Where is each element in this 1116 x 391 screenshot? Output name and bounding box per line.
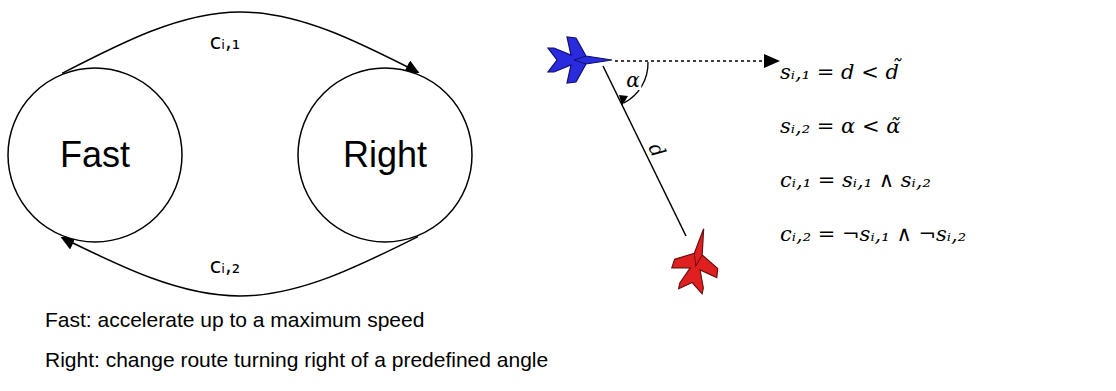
condition-formula: cᵢ,₁ = sᵢ,₁ ∧ sᵢ,₂: [780, 168, 931, 192]
state-name: Right: [343, 134, 427, 176]
state-note: Right: change route turning right of a p…: [45, 348, 548, 372]
state-circle: Right: [297, 67, 473, 243]
state-note: Fast: accelerate up to a maximum speed: [45, 308, 424, 332]
heading-arrowhead: [764, 54, 780, 68]
transition-condition: cᵢ,₁: [208, 30, 242, 54]
distance-line: [603, 66, 686, 236]
condition-formula: cᵢ,₂ = ¬sᵢ,₁ ∧ ¬sᵢ,₂: [780, 222, 966, 246]
angle-arc: [624, 62, 648, 103]
blue-plane: [548, 37, 612, 83]
angle-symbol: α: [625, 70, 641, 90]
transition-arrow: [62, 12, 418, 73]
transition-arrow: [62, 237, 418, 296]
angle-arrowhead: [619, 95, 628, 106]
circle-shape: [8, 68, 182, 242]
transition-condition: cᵢ,₂: [208, 254, 242, 278]
distance-symbol: d: [645, 139, 669, 161]
state-circle: Fast: [7, 67, 183, 243]
condition-formula: sᵢ,₁ = d < d̃: [780, 60, 899, 84]
condition-formula: sᵢ,₂ = α < α̃: [780, 114, 900, 138]
state-name: Fast: [60, 134, 130, 176]
red-plane: [668, 224, 726, 296]
heading-line: [615, 60, 766, 62]
circle-shape: [298, 68, 472, 242]
